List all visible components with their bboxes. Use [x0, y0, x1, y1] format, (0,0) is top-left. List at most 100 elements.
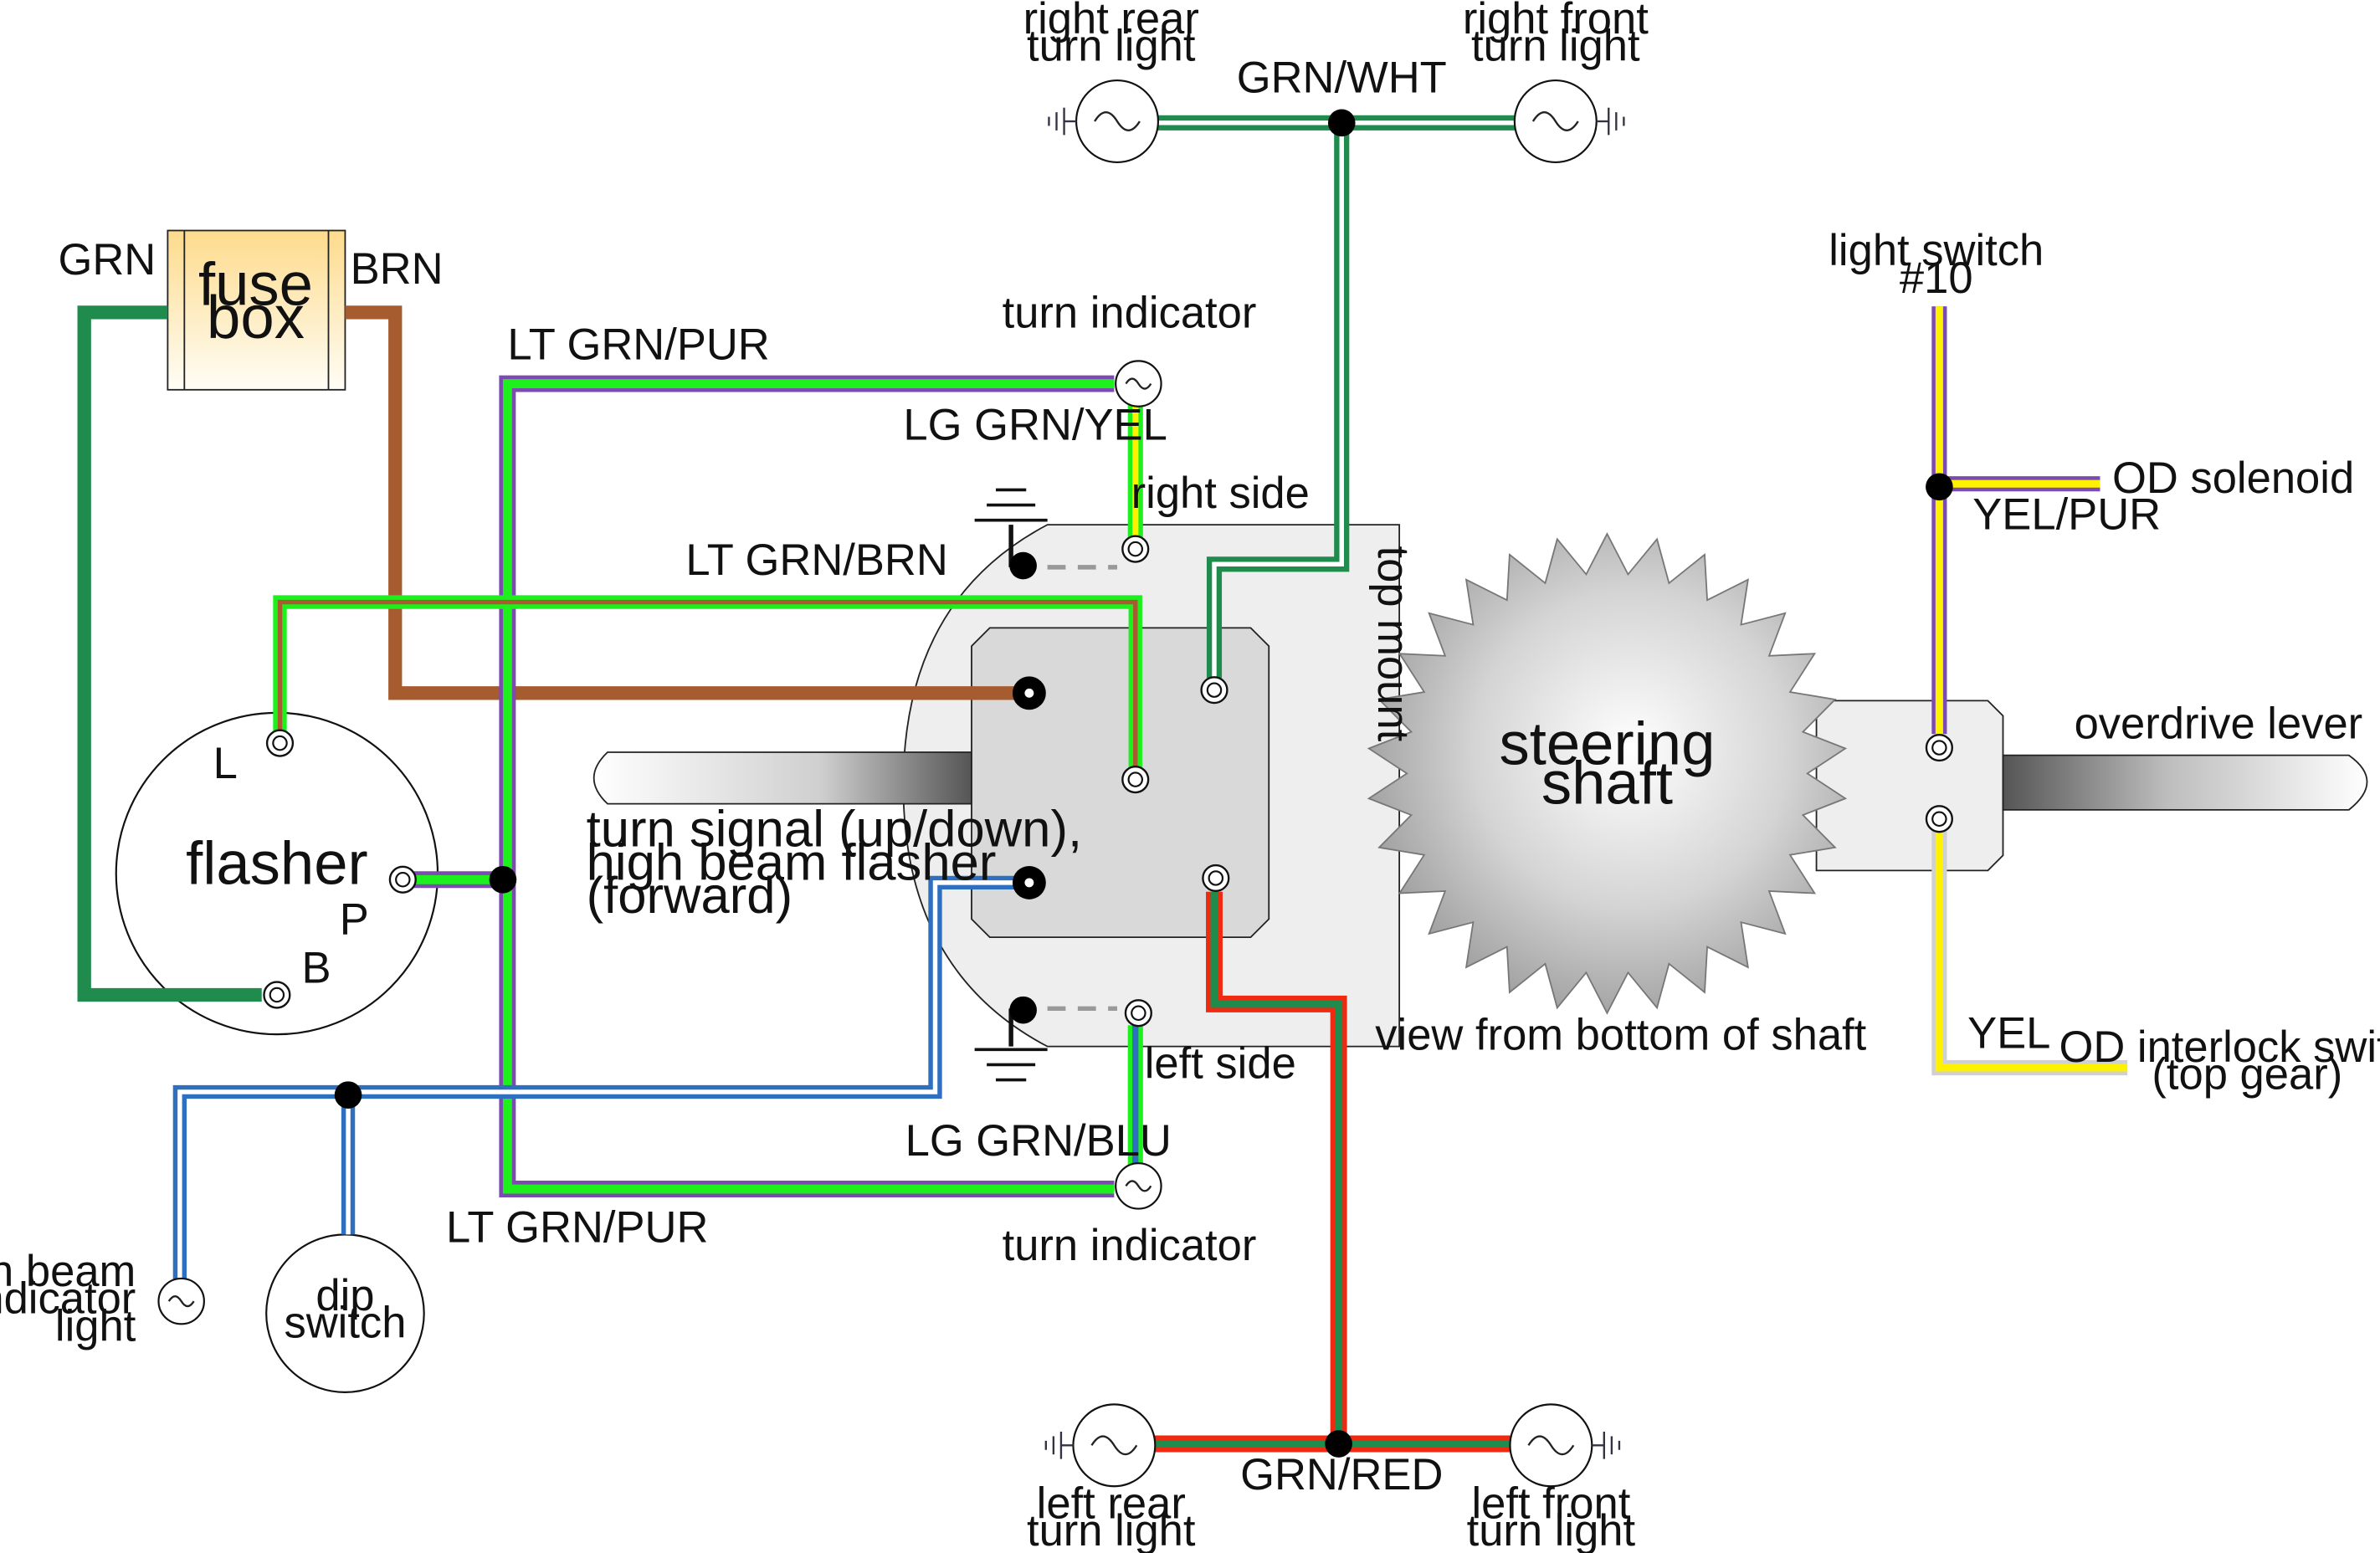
wire-brn	[345, 305, 1018, 700]
junction-dot-flasher-p	[489, 865, 517, 894]
label-od-solenoid: OD solenoid	[2112, 454, 2354, 503]
turn-signal-lever	[592, 751, 972, 805]
label-switch-desc-2: high beam flasher	[587, 833, 997, 891]
label-high-beam-2: indicator	[0, 1274, 136, 1324]
right-front-turn-light-icon	[1513, 79, 1625, 164]
label-right-rear-1: right rear	[1023, 0, 1199, 44]
label-lt-grn-brn: LT GRN/BRN	[685, 536, 947, 585]
svg-text:fusebox: fusebox	[198, 250, 313, 351]
label-fuse: fuse	[198, 250, 313, 318]
ground-icon	[1596, 107, 1625, 136]
wire-blue-high-beam	[172, 875, 1018, 1286]
junction-dot-yel-pur	[1926, 473, 1953, 501]
label-lt-grn-pur-bottom: LT GRN/PUR	[446, 1202, 708, 1252]
label-shaft: shaft	[1541, 750, 1673, 818]
left-rear-turn-light-icon	[1044, 1403, 1157, 1488]
label-flasher-b: B	[301, 944, 331, 993]
label-view-from-bottom: view from bottom of shaft	[1375, 1010, 1866, 1059]
flasher-terminal-p	[388, 865, 417, 894]
label-brn: BRN	[351, 244, 444, 294]
switch-contact-block	[971, 627, 1270, 939]
label-flasher: flasher	[186, 830, 368, 898]
ground-icon	[1048, 107, 1077, 136]
label-overdrive-lever: overdrive lever	[2075, 700, 2363, 749]
label-grn-red: GRN/RED	[1240, 1450, 1443, 1499]
label-turn-indicator-bottom: turn indicator	[1003, 1221, 1257, 1270]
junction-dot-grn-red	[1325, 1430, 1352, 1458]
label-flasher-p: P	[340, 895, 369, 945]
switch-terminal-left-side	[1124, 999, 1152, 1028]
label-grn-wht: GRN/WHT	[1237, 54, 1447, 103]
switch-terminal-flasher	[1121, 766, 1150, 794]
od-switch-terminal-top	[1925, 733, 1953, 762]
svg-text:high beamindicatorlight: high beamindicatorlight	[0, 1247, 136, 1351]
switch-terminal-left-lights	[1202, 864, 1230, 893]
switch-terminal-right-side	[1121, 535, 1150, 563]
label-left-front-2: turn light	[1467, 1506, 1636, 1553]
wire-yel-pur	[1931, 306, 2100, 735]
turn-indicator-right-icon	[1115, 360, 1162, 407]
flasher-terminal-l	[265, 729, 295, 757]
wire-yel	[1931, 831, 2128, 1076]
label-yel-pur: YEL/PUR	[1972, 490, 2161, 540]
label-top-gear: (top gear)	[2152, 1049, 2342, 1099]
label-high-beam-1: high beam	[0, 1247, 136, 1296]
label-light-switch: light switch	[1829, 226, 2044, 275]
label-left-front-1: left front	[1471, 1479, 1630, 1528]
svg-text:OD interlock switch(top gear): OD interlock switch(top gear)	[2059, 1023, 2380, 1099]
ground-point-bottom	[1009, 996, 1037, 1024]
ground-icon	[1592, 1432, 1621, 1459]
label-flasher-l: L	[213, 739, 238, 788]
label-dip-switch: switch	[284, 1299, 406, 1348]
junction-dot-blue	[334, 1081, 362, 1109]
label-light-switch-num: #10	[1900, 254, 1973, 303]
ground-icon	[1044, 1432, 1074, 1459]
turn-indicator-left-icon	[1115, 1162, 1162, 1210]
label-left-rear-1: left rear	[1037, 1479, 1186, 1528]
ground-point-top	[1009, 551, 1037, 580]
wire-grn	[77, 305, 262, 1002]
svg-text:light switch#10: light switch#10	[1829, 226, 2044, 303]
label-left-rear-2: turn light	[1027, 1506, 1196, 1553]
flasher-terminal-b	[263, 981, 291, 1009]
right-rear-turn-light-icon	[1048, 79, 1160, 164]
left-front-turn-light-icon	[1509, 1403, 1621, 1488]
label-switch-desc-1: turn signal (up/down),	[587, 800, 1082, 858]
od-switch-terminal-bottom	[1925, 805, 1953, 833]
overdrive-lever	[2002, 754, 2368, 811]
label-right-side: right side	[1131, 469, 1310, 518]
high-beam-indicator-light-icon	[157, 1277, 205, 1325]
label-top-mount: top mount	[1368, 546, 1418, 742]
label-steering: steering	[1499, 710, 1715, 778]
label-box: box	[207, 284, 305, 351]
svg-text:turn signal (up/down),high bea: turn signal (up/down),high beam flasher(…	[587, 800, 1082, 925]
label-turn-indicator-top: turn indicator	[1003, 289, 1257, 338]
label-lt-grn-pur-top: LT GRN/PUR	[507, 320, 769, 370]
label-grn: GRN	[58, 235, 156, 284]
label-lg-grn-blu: LG GRN/BLU	[905, 1116, 1172, 1166]
label-right-rear-2: turn light	[1027, 22, 1196, 71]
label-od-interlock: OD interlock switch	[2059, 1023, 2380, 1072]
ground-symbol-bottom	[974, 1048, 1048, 1082]
ground-symbol-top	[974, 488, 1048, 522]
label-dip: dip	[315, 1271, 374, 1320]
label-high-beam-3: light	[55, 1301, 136, 1351]
overdrive-switch-body	[1815, 700, 2004, 872]
label-left-side: left side	[1145, 1039, 1296, 1089]
steering-shaft-gear	[1367, 532, 1848, 1015]
label-right-front-2: turn light	[1471, 22, 1640, 71]
label-switch-desc-3: (forward)	[587, 867, 792, 925]
label-lg-grn-yel: LG GRN/YEL	[903, 401, 1167, 450]
switch-terminal-right-lights	[1200, 676, 1228, 705]
junction-dot-grn-wht	[1327, 109, 1356, 137]
label-right-front-1: right front	[1463, 0, 1649, 44]
label-yel: YEL	[1967, 1008, 2050, 1058]
